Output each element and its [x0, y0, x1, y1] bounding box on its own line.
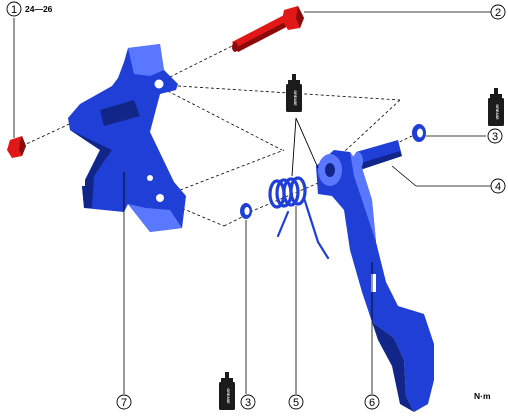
callout-2-circle [490, 4, 506, 20]
washer-right-hole [417, 128, 423, 138]
bracket-mount-hole [147, 175, 153, 181]
callout-4-label: 4 [495, 181, 501, 193]
bracket-lower-flange [128, 204, 182, 232]
leader-4-a [391, 165, 417, 187]
grease-leader-spring [291, 117, 297, 177]
grease-can-right: GREASE [488, 88, 504, 126]
callout-3a: 3 [487, 128, 503, 144]
callout-3b: 3 [240, 394, 256, 410]
bracket-part [68, 44, 186, 232]
callout-6-circle [364, 394, 380, 410]
bolt-shank-shadow [235, 20, 292, 52]
callout-6: 6 [364, 394, 380, 410]
bushing-shadow [358, 151, 402, 170]
grease-can-upper-label: GREASE [293, 90, 297, 106]
grease-can-right-cap [490, 94, 502, 98]
washer-left-part [240, 203, 252, 219]
guide-line-lower-back [174, 149, 285, 193]
callout-leader-lines [13, 11, 492, 394]
guide-line-to-pedal [249, 177, 331, 213]
pedal-arm-highlight [350, 152, 376, 242]
grease-can-upper-body [286, 84, 302, 112]
spring-coil-4 [289, 176, 307, 206]
callout-1-circle [6, 1, 22, 17]
callout-7: 7 [116, 394, 132, 410]
pedal-pivot-bore [325, 163, 335, 177]
callout-5-label: 5 [293, 397, 299, 409]
callout-5-circle [288, 394, 304, 410]
washer-right-part [412, 124, 426, 142]
callout-4-circle [490, 178, 506, 194]
grease-can-bottom-body [219, 382, 235, 410]
callout-2: 2 [490, 4, 506, 20]
callout-6-label: 6 [369, 397, 375, 409]
grease-can-bottom-label: GREASE [226, 388, 230, 404]
grease-leader-lines [291, 117, 319, 177]
callout-3a-circle [487, 128, 503, 144]
pedal-arm-shadow [372, 322, 414, 412]
grease-can-right-nozzle [494, 88, 498, 94]
bolt-part [232, 6, 304, 52]
nut-part [7, 136, 26, 158]
spring-leg-left [276, 210, 290, 238]
bolt-head-side [296, 6, 304, 28]
guide-line-upper-left [157, 85, 283, 151]
pedal-arm-part [316, 150, 434, 412]
unit-label: N·m [474, 391, 491, 401]
callout-2-label: 2 [495, 7, 501, 19]
washer-left-hole [244, 207, 250, 215]
grease-can-right-body [488, 98, 504, 126]
bracket-rib [100, 100, 140, 126]
grease-can-upper-cap [288, 80, 300, 84]
grease-can-upper-nozzle [292, 74, 296, 80]
grease-can-right-label: GREASE [495, 104, 499, 120]
callouts: 1 2 3 4 5 6 7 3 [6, 1, 506, 410]
grease-can-bottom: GREASE [219, 372, 235, 410]
grease-leader-pivot [295, 117, 319, 169]
bracket-upper-hole [154, 79, 164, 89]
bushing-part [353, 140, 402, 170]
spring-leg-right [302, 196, 330, 260]
callout-3b-label: 3 [245, 397, 251, 409]
bracket-body [68, 44, 186, 232]
spring-coil-3 [282, 177, 300, 207]
pedal-arm-slot [371, 274, 376, 292]
bolt-tip [232, 42, 238, 52]
callout-1-label: 1 [11, 4, 17, 16]
nut-side [19, 136, 26, 156]
bracket-slot [80, 176, 85, 186]
bracket-top-flange [128, 44, 164, 76]
callout-5: 5 [288, 394, 304, 410]
guide-line-upper-right [317, 99, 401, 177]
callout-4: 4 [490, 178, 506, 194]
callout-1: 1 [6, 1, 22, 17]
callout-7-circle [116, 394, 132, 410]
grease-can-upper: GREASE [286, 74, 302, 112]
bracket-lower-hole [156, 194, 164, 202]
guide-line-lower-front [171, 203, 225, 227]
callout-7-label: 7 [121, 397, 127, 409]
grease-can-bottom-cap [221, 378, 233, 382]
callout-3a-label: 3 [492, 131, 498, 143]
callout-3b-circle [240, 394, 256, 410]
guide-line-bolt [159, 41, 241, 83]
spring-part [268, 176, 330, 260]
grease-can-bottom-nozzle [225, 372, 229, 378]
torque-spec-label: 24—26 [25, 4, 53, 14]
bracket-side-face [70, 130, 112, 208]
